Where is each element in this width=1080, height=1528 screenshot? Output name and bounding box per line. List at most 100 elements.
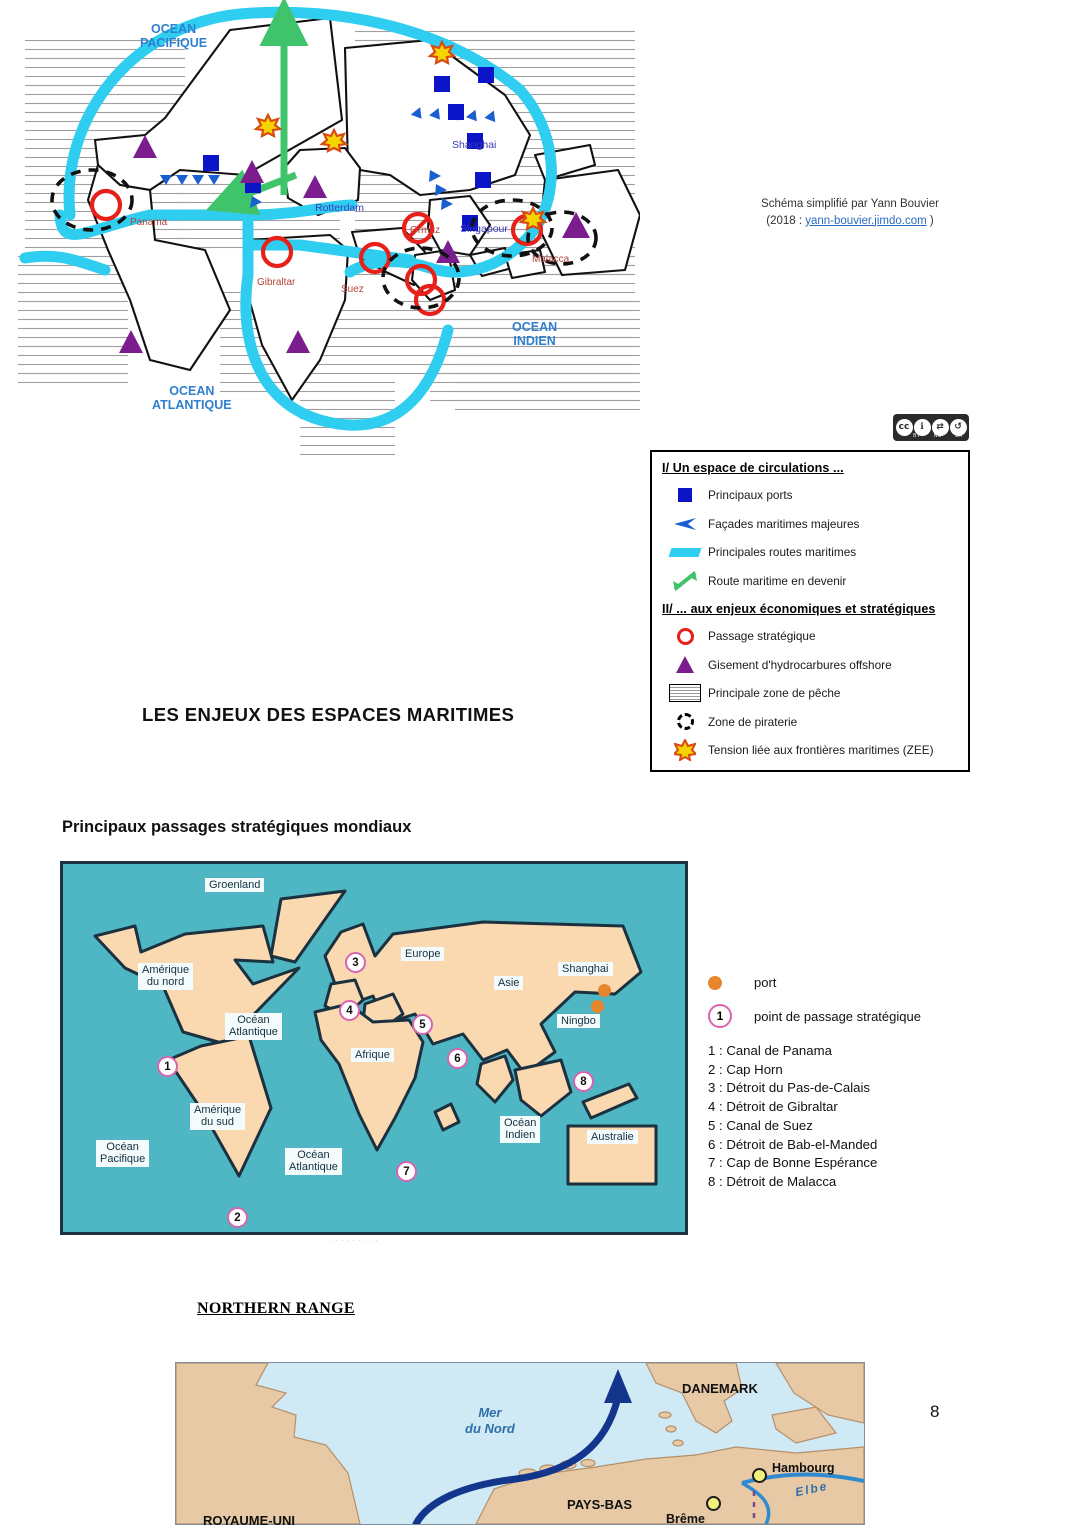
legend-symbol (662, 547, 708, 557)
port-dot-icon (708, 975, 754, 990)
legend-row: Zone de piraterie (662, 708, 958, 737)
hydrocarbon-triangle-icon (676, 656, 694, 674)
strait-label: Panama (130, 217, 168, 228)
schematic-map-title: LES ENJEUX DES ESPACES MARITIMES (142, 704, 515, 725)
legend-label: Tension liée aux frontières maritimes (Z… (708, 743, 934, 758)
strait-label: Malacca (532, 254, 570, 265)
credit-source: (2018 : yann-bouvier.jimdo.com ) (700, 213, 1000, 230)
legend-entry: 7 : Cap de Bonne Espérance (708, 1155, 878, 1171)
port-label: Rotterdam (315, 202, 365, 214)
fishing-zone-icon (669, 684, 701, 703)
legend-row: Passage stratégique (662, 622, 958, 651)
cc-sa-icon: ↺ (949, 419, 967, 436)
credit-suffix: ) (926, 214, 934, 227)
city-label: Hambourg (772, 1461, 835, 1475)
legend-entry: 1 : Canal de Panama (708, 1043, 832, 1058)
passage-point-4[interactable]: 4 (339, 1000, 360, 1021)
future-route-arrow-icon (671, 569, 699, 593)
route-bar-icon (668, 547, 702, 557)
legend-label: Route maritime en devenir (708, 573, 847, 588)
schematic-map-legend: I/ Un espace de circulations ... Princip… (650, 450, 970, 772)
strait-label: Ormuz (410, 225, 440, 236)
weser-river (741, 1481, 771, 1524)
legend-row: Principale zone de pêche (662, 679, 958, 708)
port-marker (598, 984, 611, 997)
passage-point-3[interactable]: 3 (345, 952, 366, 973)
ocean-label: OCEAN PACIFIQUE (140, 22, 208, 51)
legend-row: Gisement d'hydrocarbures offshore (662, 651, 958, 680)
ormuz-slash (406, 216, 430, 240)
legend-row: Principales routes maritimes (662, 538, 958, 567)
legend-row-passage: 1 point de passage stratégique (708, 1004, 978, 1028)
port-label: Shanghai (452, 139, 497, 151)
legend-heading-enjeux: II/ ... aux enjeux économiques et straté… (662, 602, 936, 616)
legend-heading-circulations: I/ Un espace de circulations ... (662, 461, 844, 475)
strategic-passages-legend: port 1 point de passage stratégique 1 : … (708, 975, 978, 1192)
page-number: 8 (930, 1402, 940, 1421)
passage-point-6[interactable]: 6 (447, 1048, 468, 1069)
northern-range-map (175, 1362, 865, 1525)
legend-row-port: port (708, 975, 978, 990)
strait-label: Gibraltar (257, 277, 296, 288)
shipping-route-arrow (412, 1393, 622, 1524)
region-label: Australie (587, 1130, 638, 1145)
region-label: Afrique (351, 1048, 394, 1063)
passage-point-5[interactable]: 5 (412, 1014, 433, 1035)
strategic-passages (89, 188, 544, 317)
legend-label: Principale zone de pêche (708, 686, 841, 701)
cc-nc-label: NC (933, 433, 942, 439)
offshore-hydrocarbon-deposits (119, 135, 590, 353)
northern-range-graphics (176, 1363, 864, 1524)
legend-row: Tension liée aux frontières maritimes (Z… (662, 736, 958, 765)
country-label: PAYS-BAS (567, 1497, 633, 1512)
region-label: Océan Pacifique (96, 1140, 150, 1167)
legend-symbol (662, 713, 708, 731)
strategic-passages-title: Principaux passages stratégiques mondiau… (62, 818, 412, 836)
future-route-arrow (205, 0, 309, 216)
port-label: Singapour (460, 223, 508, 235)
legend-label: Zone de piraterie (708, 714, 798, 729)
facade-arrow-icon (672, 516, 698, 532)
passage-point-8[interactable]: 8 (573, 1071, 594, 1092)
legend-symbol (662, 569, 708, 593)
legend-symbol (662, 516, 708, 532)
credit-link[interactable]: yann-bouvier.jimdo.com (805, 214, 927, 227)
landmasses (93, 889, 658, 1186)
country-label: ROYAUME-UNI (203, 1513, 295, 1528)
zee-tension-stars (253, 39, 548, 231)
legend-symbol (662, 684, 708, 703)
legend-entry: 2 : Cap Horn (708, 1061, 783, 1077)
region-label: Shanghai (558, 962, 613, 977)
port-square-icon (678, 488, 692, 503)
legend-symbol (662, 488, 708, 503)
strategic-map-watermark: · · · · · · · · · (330, 1238, 379, 1244)
legend-entry: 8 : Détroit de Malacca (708, 1174, 837, 1190)
passage-point-7[interactable]: 7 (396, 1161, 417, 1182)
legend-label: Passage stratégique (708, 629, 816, 644)
legend-symbol (662, 739, 708, 762)
strait-label: Suez (341, 284, 364, 295)
schematic-map-graphics (18, 0, 640, 460)
credit-author: Schéma simplifié par Yann Bouvier (761, 198, 939, 210)
cc-sa-label: SA (954, 433, 963, 439)
legend-label: Façades maritimes majeures (708, 516, 860, 531)
region-label: Europe (401, 947, 445, 962)
legend-row: Principaux ports (662, 481, 958, 510)
passage-marker-number: 1 (708, 1004, 732, 1028)
region-label: Amérique du sud (190, 1103, 246, 1130)
passage-point-2[interactable]: 2 (227, 1207, 248, 1228)
legend-row: Route maritime en devenir (662, 567, 958, 596)
schema-credit: Schéma simplifié par Yann Bouvier (2018 … (700, 196, 1000, 229)
ocean-label: OCEAN ATLANTIQUE (152, 384, 232, 413)
piracy-zones (50, 168, 598, 310)
passage-point-1[interactable]: 1 (157, 1056, 178, 1077)
northern-range-title: NORTHERN RANGE (197, 1300, 355, 1317)
region-label: Ningbo (557, 1014, 600, 1029)
legend-label: Principaux ports (708, 488, 793, 503)
region-label: Asie (494, 976, 524, 991)
